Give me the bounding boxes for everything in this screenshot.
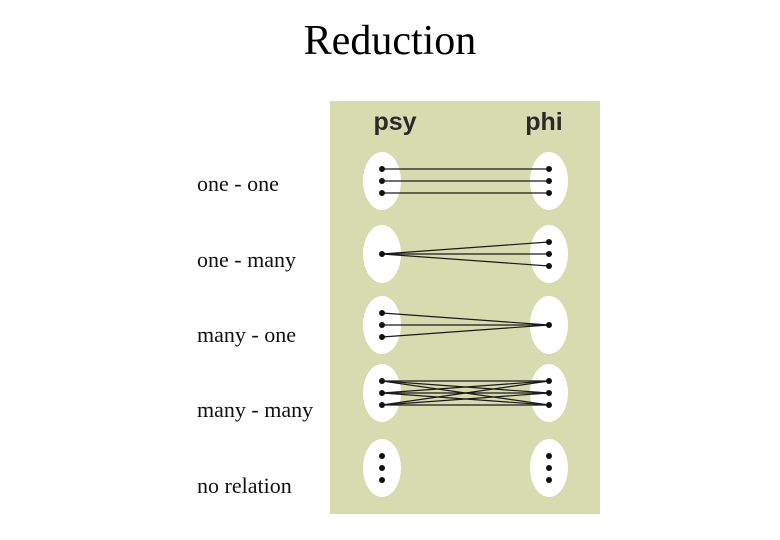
rows-layer (363, 152, 568, 497)
phi-element-dot (546, 166, 552, 172)
phi-element-dot (546, 390, 552, 396)
phi-element-dot (546, 251, 552, 257)
psy-element-dot (379, 477, 385, 483)
row-label-many-many: many - many (197, 397, 314, 422)
mapping-line (381, 312, 550, 326)
mapping-row-one-one (363, 152, 568, 210)
psy-element-dot (379, 390, 385, 396)
row-label-one-many: one - many (197, 247, 296, 272)
psy-element-dot (379, 190, 385, 196)
psy-element-dot (379, 378, 385, 384)
psy-element-dot (379, 166, 385, 172)
psy-element-dot (379, 251, 385, 257)
psy-element-dot (379, 178, 385, 184)
mapping-line (381, 253, 550, 267)
row-label-many-one: many - one (197, 322, 296, 347)
mapping-line (381, 241, 550, 255)
psy-element-dot (379, 322, 385, 328)
mapping-row-one-many (363, 225, 568, 283)
psy-header: psy (373, 108, 416, 136)
row-label-no-relation: no relation (197, 473, 292, 498)
mapping-row-many-many (363, 364, 568, 422)
phi-element-dot (546, 453, 552, 459)
phi-element-dot (546, 239, 552, 245)
phi-element-dot (546, 465, 552, 471)
phi-element-dot (546, 378, 552, 384)
mapping-line (381, 392, 550, 406)
psy-element-dot (379, 453, 385, 459)
phi-element-dot (546, 402, 552, 408)
psy-element-dot (379, 402, 385, 408)
mapping-line (381, 380, 550, 406)
phi-element-dot (546, 477, 552, 483)
phi-element-dot (546, 190, 552, 196)
mapping-row-none (363, 439, 568, 497)
slide-title: Reduction (303, 18, 477, 64)
psy-element-dot (379, 465, 385, 471)
phi-element-dot (546, 263, 552, 269)
mapping-line (381, 380, 550, 394)
phi-element-dot (546, 178, 552, 184)
mapping-row-many-one (363, 296, 568, 354)
phi-header: phi (525, 108, 563, 136)
mapping-line (381, 324, 550, 338)
row-label-one-one: one - one (197, 171, 279, 196)
psy-element-dot (379, 334, 385, 340)
phi-element-dot (546, 322, 552, 328)
psy-element-dot (379, 310, 385, 316)
